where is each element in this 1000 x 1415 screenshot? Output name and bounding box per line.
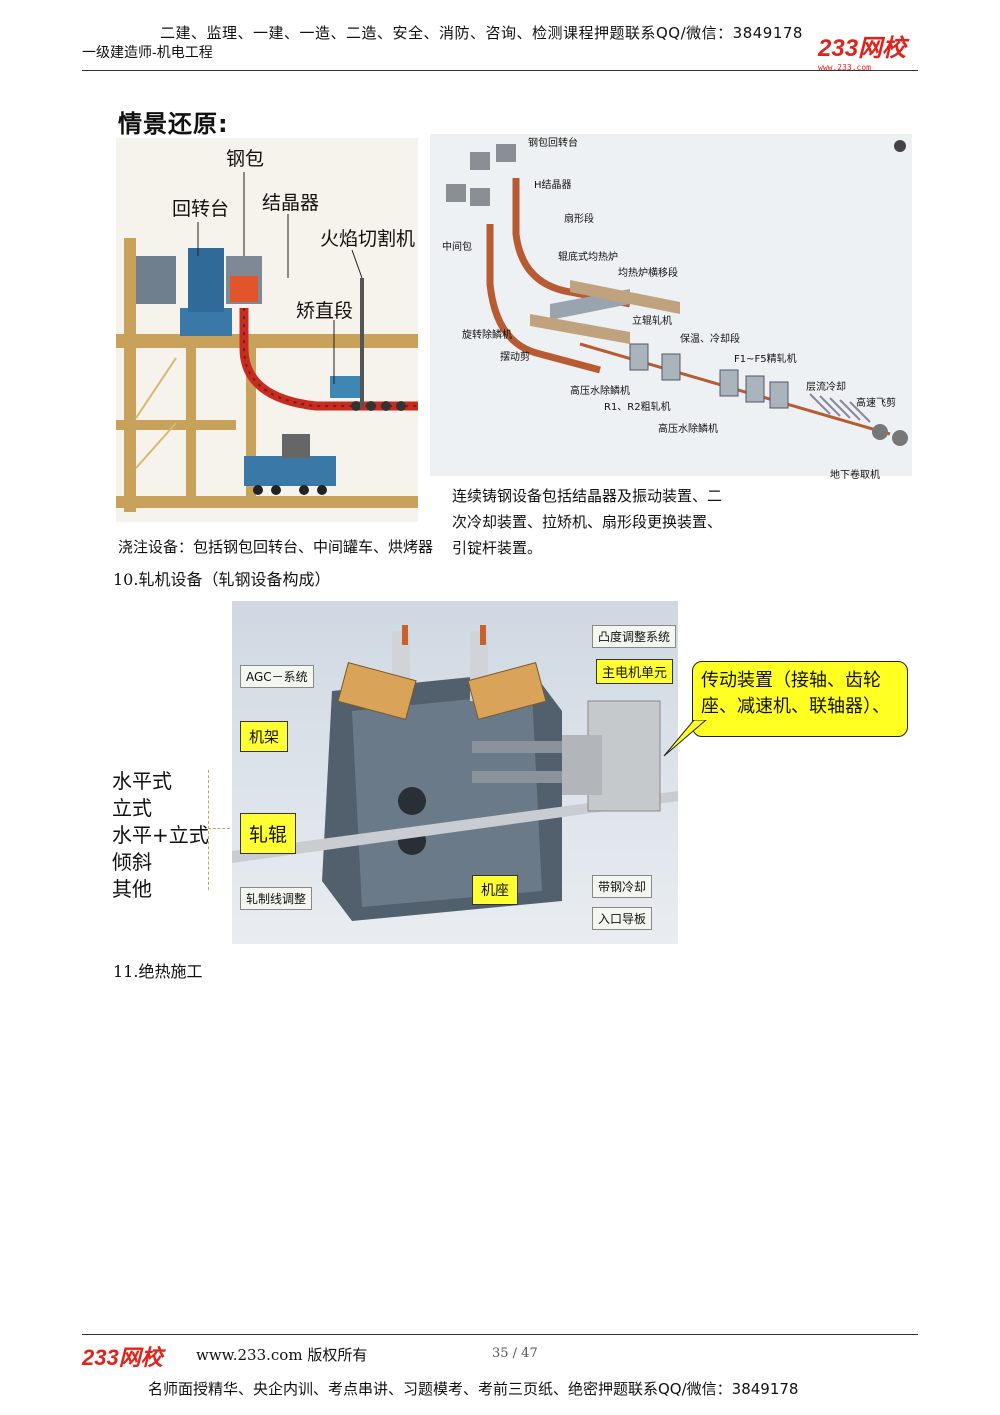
header-logo-text: 233网校: [818, 35, 907, 62]
label-straightening: 矫直段: [296, 300, 354, 322]
header-top-line: 二建、监理、一建、一造、二造、安全、消防、咨询、检测课程押题联系QQ/微信：38…: [160, 24, 803, 42]
section-10-title: 10.轧机设备（轧钢设备构成）: [113, 570, 331, 589]
casting-illustration-svg: [116, 172, 418, 512]
label-hp-descaler-1: 高压水除鳞机: [570, 386, 630, 397]
mill-type-item: 倾斜: [112, 850, 152, 874]
label-transfer: 均热炉横移段: [618, 268, 678, 279]
label-main-motor: 主电机单元: [596, 659, 674, 684]
mill-type-item: 其他: [112, 877, 152, 901]
rolling-mill-illustration: 凸度调整系统 AGC－系统 主电机单元 机架 轧辊 轧制线调整 机座 带钢冷却 …: [232, 601, 678, 944]
header-logo-url: www.233.com: [818, 63, 871, 72]
section-11-title: 11.绝热施工: [113, 962, 203, 981]
label-roll: 轧辊: [240, 813, 297, 854]
label-flame-cutter: 火焰切割机: [320, 228, 416, 250]
drive-callout: 传动装置（接轴、齿轮座、减速机、联轴器）、: [692, 661, 908, 737]
label-coiler: 地下卷取机: [830, 470, 880, 481]
csp-line-illustration: 钢包回转台 H结晶器 中间包 扇形段 辊底式均热炉 均热炉横移段 旋转除鳞机 摆…: [430, 134, 912, 481]
header-divider: [82, 70, 918, 71]
label-ladle-turret: 钢包回转台: [528, 138, 578, 149]
label-h-mold: H结晶器: [534, 180, 572, 191]
label-base: 机座: [472, 875, 518, 905]
label-finishing-mill: F1~F5精轧机: [734, 354, 797, 365]
label-drive: 传动装置（接轴、齿轮座、减速机、联轴器）、: [701, 670, 890, 717]
label-mold: 结晶器: [262, 192, 320, 214]
mill-type-item: 立式: [112, 796, 152, 820]
label-hp-descaler-2: 高压水除鳞机: [658, 424, 718, 435]
footer-bottom-line: 名师面授精华、央企内训、考点串讲、习题模考、考前三页纸、绝密押题联系QQ/微信：…: [148, 1380, 799, 1398]
label-agc: AGC－系统: [240, 665, 314, 688]
label-vertical-mill: 立辊轧机: [632, 316, 672, 327]
drive-callout-pointer: [663, 720, 707, 757]
label-strip-cooling: 带钢冷却: [592, 875, 653, 898]
footer-logo: 233网校: [82, 1345, 163, 1370]
casting-illustration: 钢包 回转台 结晶器 火焰切割机 矫直段: [116, 138, 418, 522]
right-figure-caption: 连续铸钢设备包括结晶器及振动装置、二次冷却装置、拉矫机、扇形段更换装置、引锭杆装…: [452, 487, 723, 557]
label-ladle: 钢包: [226, 148, 265, 170]
mill-type-item: 水平+立式: [112, 823, 209, 847]
label-entry-guide: 入口导板: [592, 907, 653, 930]
left-figure-caption: 浇注设备：包括钢包回转台、中间罐车、烘烤器: [118, 538, 434, 556]
bracket-connector: [208, 828, 230, 829]
label-rotary-descaler: 旋转除鳞机: [462, 330, 512, 341]
label-holding-cooling: 保温、冷却段: [680, 334, 740, 345]
label-roller-furnace: 辊底式均热炉: [558, 252, 618, 263]
label-laminar-cooling: 层流冷却: [806, 382, 846, 393]
page-number: 35 / 47: [492, 1346, 538, 1361]
label-tundish: 中间包: [442, 242, 472, 253]
header-subtitle: 一级建造师-机电工程: [82, 45, 213, 61]
csp-line-svg: [446, 140, 908, 446]
label-flying-shear: 高速飞剪: [856, 398, 896, 409]
scene-title: 情景还原:: [118, 110, 229, 138]
label-rough-mill: R1、R2粗轧机: [604, 402, 671, 413]
footer-url: www.233.com 版权所有: [196, 1346, 368, 1364]
rolling-mill-svg: [232, 625, 678, 921]
label-pendulum-shear: 摆动剪: [500, 352, 530, 363]
mill-types-list: 水平式 立式 水平+立式 倾斜 其他: [112, 768, 209, 903]
label-turret: 回转台: [172, 198, 230, 220]
label-crown-control: 凸度调整系统: [592, 625, 677, 648]
header-logo: 233网校 www.233.com: [818, 28, 906, 72]
label-fan-section: 扇形段: [564, 214, 594, 225]
label-pass-line: 轧制线调整: [240, 887, 313, 910]
close-icon: [894, 140, 906, 152]
mill-type-item: 水平式: [112, 769, 172, 793]
footer-divider: [82, 1334, 918, 1335]
mill-types-bracket: [200, 770, 209, 890]
label-stand: 机架: [240, 721, 289, 752]
